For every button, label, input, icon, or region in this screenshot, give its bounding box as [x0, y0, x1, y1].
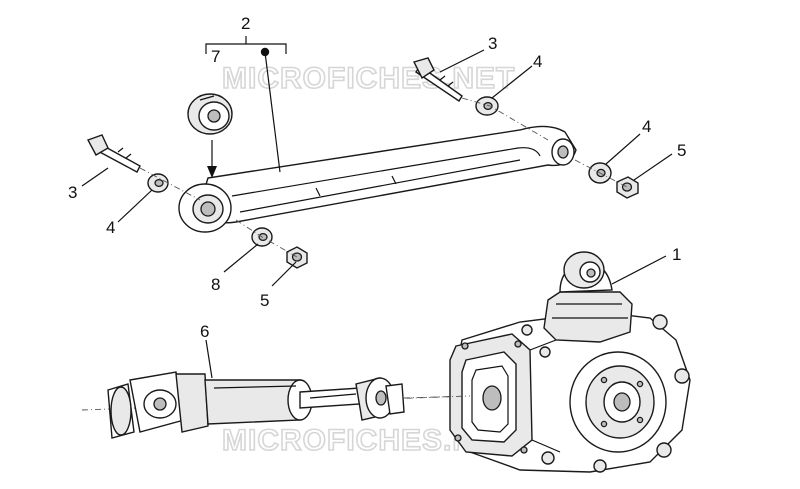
watermark-top: MICROFICHES.NET	[222, 62, 515, 95]
nut-bottom	[286, 246, 308, 269]
callout-3-top: 3	[488, 34, 497, 53]
callout-5-right: 5	[677, 141, 686, 160]
callout-2-bracket	[205, 36, 287, 173]
reaction-arm	[178, 125, 577, 233]
drive-shaft	[81, 371, 471, 439]
nut-right	[616, 176, 639, 199]
axis-shaft-to-gearbox	[403, 395, 471, 399]
washer-left	[147, 173, 169, 193]
callout-4-top: 4	[533, 52, 542, 71]
bolt-top	[412, 57, 463, 102]
bolt-left	[87, 134, 141, 173]
callout-1: 1	[672, 245, 681, 264]
callout-4-left: 4	[106, 218, 115, 237]
callout-8: 8	[211, 275, 220, 294]
washer-top	[475, 96, 499, 116]
axis-right-assembly	[461, 97, 628, 188]
callout-5-bottom: 5	[260, 291, 269, 310]
callout-2: 2	[241, 14, 250, 33]
callout-3-left: 3	[68, 183, 77, 202]
bearing-arrow-head	[207, 166, 217, 178]
callout-6: 6	[200, 322, 209, 341]
gearbox	[449, 251, 691, 473]
callout-4-right: 4	[642, 117, 651, 136]
leader-lines	[81, 49, 673, 379]
bearing	[187, 93, 233, 135]
callout-7: 7	[211, 47, 220, 66]
axis-left-assembly	[139, 167, 298, 258]
